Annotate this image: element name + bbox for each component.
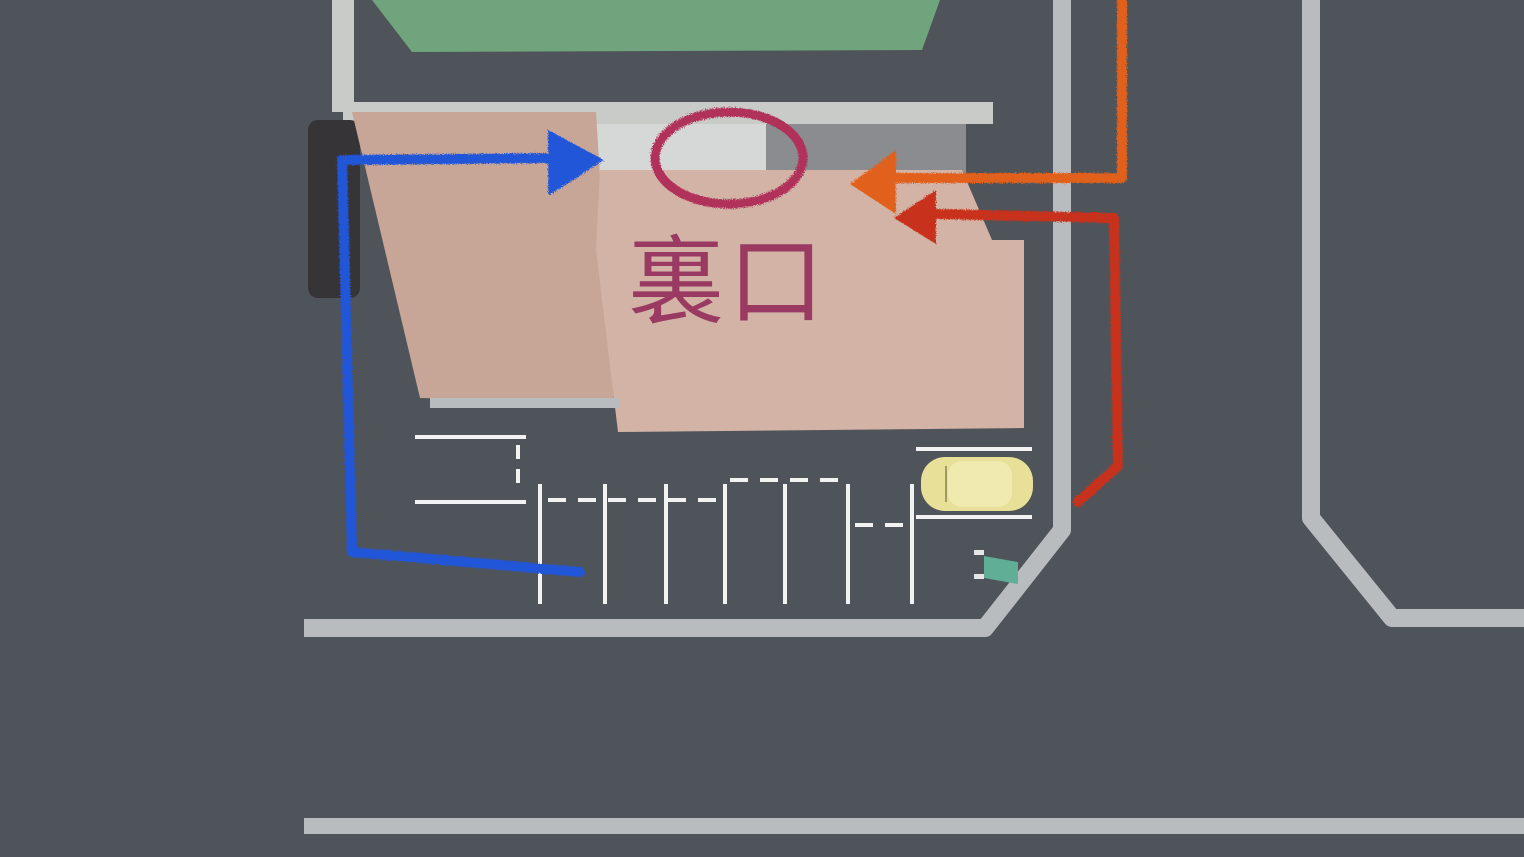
neighbor-green-roof (372, 0, 940, 52)
lot-curb (304, 0, 1071, 637)
rear-entrance-circle (650, 107, 808, 209)
yellow-car (921, 457, 1033, 511)
blue-route (337, 153, 585, 577)
blue-arrowhead (548, 130, 604, 196)
rear-entrance-label: 裏口 (628, 226, 828, 338)
parking-lines (415, 435, 1032, 604)
routes (337, 0, 1127, 577)
curbs (304, 0, 1524, 834)
building-base-edge (430, 398, 620, 408)
red-arrowhead (894, 190, 936, 244)
building-roof-right (596, 170, 1024, 432)
orange-arrowhead (850, 150, 896, 214)
parking-sign (974, 550, 1018, 584)
right-curb (1302, 0, 1524, 627)
orange-route (883, 0, 1127, 183)
red-route (931, 209, 1123, 507)
building-shadow (308, 120, 360, 298)
